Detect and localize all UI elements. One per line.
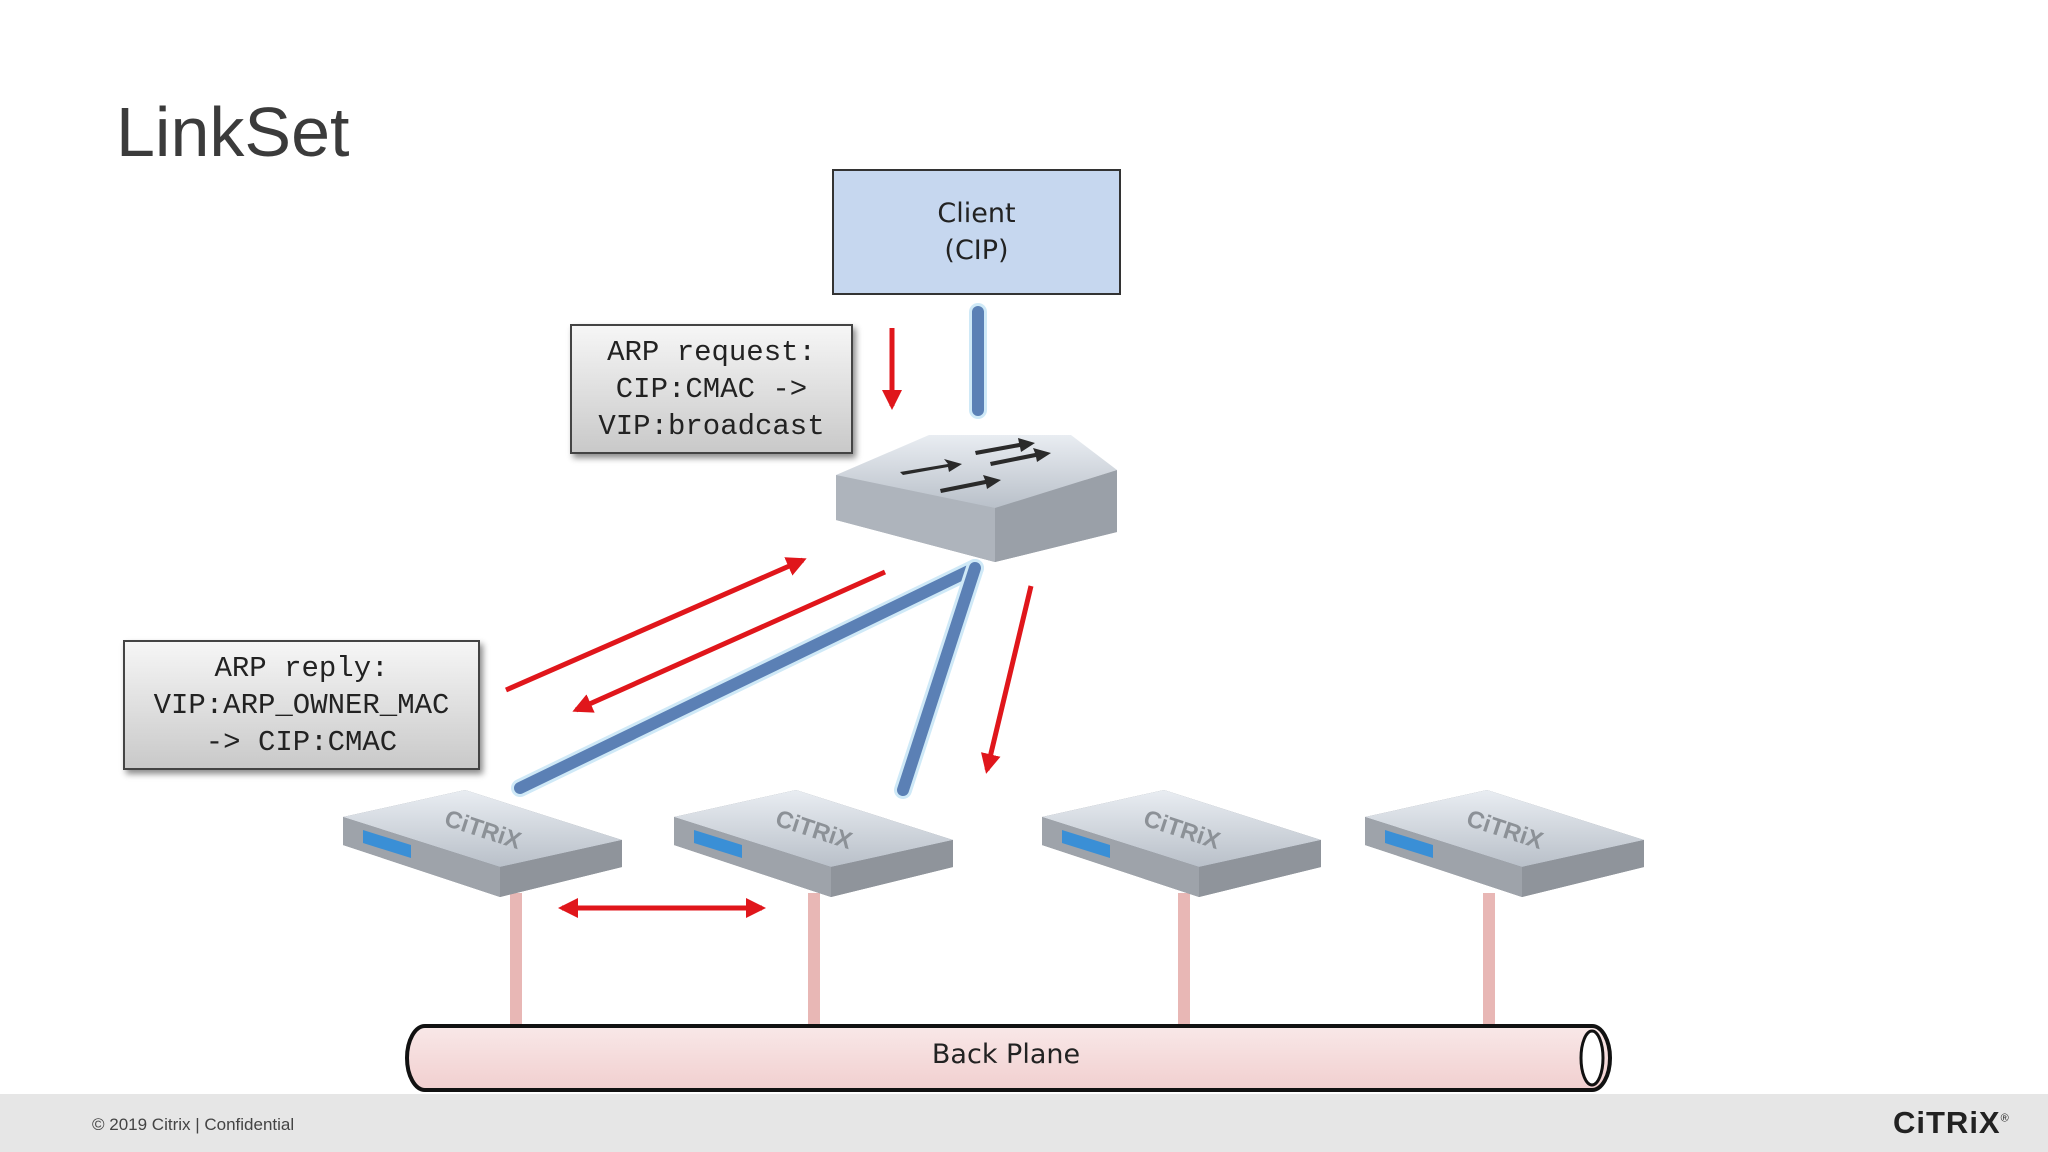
arp-reply-arrow-to-switch — [572, 569, 887, 713]
backplane-label: Back Plane — [931, 1039, 1081, 1070]
appliance-1: CiTRiX — [343, 790, 622, 897]
arp-request-callout: ARP request: CIP:CMAC -> VIP:broadcast — [570, 324, 853, 454]
client-ip-label: (CIP) — [944, 235, 1009, 266]
arp-reply-callout: ARP reply: VIP:ARP_OWNER_MAC -> CIP:CMAC — [123, 640, 480, 770]
citrix-logo: CiTRiX® — [1893, 1105, 2010, 1140]
arp-request-line2: CIP:CMAC -> — [615, 372, 808, 406]
backplane-link-3 — [1178, 893, 1190, 1033]
backplane-pipe — [405, 1024, 1612, 1092]
backplane-links — [510, 893, 1495, 1033]
backplane-link-2 — [808, 893, 820, 1033]
arp-reply-line3: -> CIP:CMAC — [205, 725, 398, 759]
arp-request-line1: ARP request: — [607, 335, 816, 369]
network-switch — [836, 435, 1117, 562]
uplinks — [511, 303, 987, 799]
arp-reply-line1: ARP reply: — [214, 651, 389, 685]
backplane-link-4 — [1483, 893, 1495, 1033]
copyright-text: © 2019 Citrix | Confidential — [92, 1115, 295, 1134]
appliance-4: CiTRiX — [1365, 790, 1644, 897]
client-label: Client — [937, 198, 1016, 229]
arp-request-line3: VIP:broadcast — [598, 409, 825, 443]
arp-reply-line2: VIP:ARP_OWNER_MAC — [153, 688, 450, 722]
arp-request-arrow-to-appliance1 — [504, 557, 807, 693]
appliance-2: CiTRiX — [674, 790, 953, 897]
backplane-link-1 — [510, 893, 522, 1033]
arp-arrows — [504, 328, 1034, 918]
arp-request-arrow-to-appliance3 — [980, 585, 1034, 774]
citrix-logo-text: CiTRiX — [1893, 1105, 2001, 1140]
client-node: Client (CIP) — [832, 169, 1121, 295]
slide-title: LinkSet — [116, 93, 350, 171]
footer-bar — [0, 1094, 2048, 1152]
appliance-3: CiTRiX — [1042, 790, 1321, 897]
